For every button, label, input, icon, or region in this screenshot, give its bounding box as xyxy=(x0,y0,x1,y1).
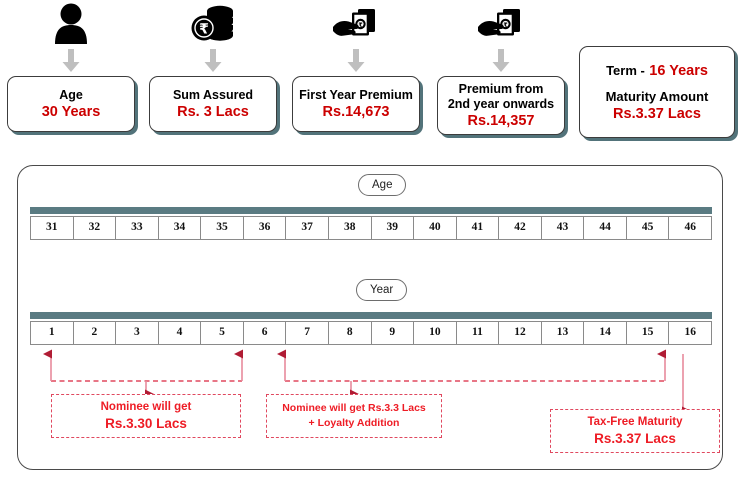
year-cell-14: 14 xyxy=(584,322,627,344)
callout-box-nominee-loyalty: Nominee will get Rs.3.3 Lacs + Loyalty A… xyxy=(266,394,442,438)
card-first-year-premium-label: First Year Premium xyxy=(299,87,413,102)
age-cell-46: 46 xyxy=(669,217,712,239)
card-premium-2nd-year: Premium from 2nd year onwards Rs.14,357 xyxy=(437,76,565,135)
age-cell-35: 35 xyxy=(201,217,244,239)
year-cell-5: 5 xyxy=(201,322,244,344)
callout-box-tax-free-maturity: Tax-Free Maturity Rs.3.37 Lacs xyxy=(550,409,720,453)
summary-cards-section: Age 30 Years ₹ xyxy=(0,0,740,152)
hand-cash-icon: ₹ xyxy=(477,0,525,46)
card-age: Age 30 Years xyxy=(7,76,135,132)
age-cell-38: 38 xyxy=(329,217,372,239)
callout-1-line1: Nominee will get xyxy=(100,401,192,413)
down-arrow-icon xyxy=(204,46,222,76)
card-sum-assured: Sum Assured Rs. 3 Lacs xyxy=(149,76,277,132)
person-icon xyxy=(51,0,91,46)
age-pill-label: Age xyxy=(358,174,407,196)
card-term-row: Term - 16 Years xyxy=(606,62,708,80)
down-arrow-icon xyxy=(492,46,510,76)
year-cell-10: 10 xyxy=(414,322,457,344)
connector-callout-1 xyxy=(43,349,243,399)
year-cell-13: 13 xyxy=(542,322,585,344)
age-track-bar xyxy=(30,207,712,214)
card-premium-2nd-year-label-line2: 2nd year onwards xyxy=(447,96,555,111)
callout-box-nominee-year1-5: Nominee will get Rs.3.30 Lacs xyxy=(51,394,241,438)
age-cell-37: 37 xyxy=(286,217,329,239)
svg-text:₹: ₹ xyxy=(199,22,209,38)
callout-2-line2: + Loyalty Addition xyxy=(308,417,400,429)
year-cell-4: 4 xyxy=(159,322,202,344)
card-first-year-premium: First Year Premium Rs.14,673 xyxy=(292,76,420,132)
summary-column-sum-assured: ₹ Sum Assured Rs. 3 Lacs xyxy=(148,0,278,132)
age-cell-42: 42 xyxy=(499,217,542,239)
year-cell-6: 6 xyxy=(244,322,287,344)
connector-callout-3 xyxy=(657,349,691,416)
callout-3-line1: Tax-Free Maturity xyxy=(587,416,683,428)
age-cell-40: 40 xyxy=(414,217,457,239)
age-cell-43: 43 xyxy=(542,217,585,239)
summary-column-term-maturity: Term - 16 Years Maturity Amount Rs.3.37 … xyxy=(578,46,736,138)
year-cell-15: 15 xyxy=(627,322,670,344)
card-premium-2nd-year-value: Rs.14,357 xyxy=(467,112,535,129)
hand-cash-icon: ₹ xyxy=(332,0,380,46)
card-maturity-label: Maturity Amount xyxy=(605,89,709,104)
down-arrow-icon xyxy=(62,46,80,76)
card-maturity-row: Maturity Amount Rs.3.37 Lacs xyxy=(606,89,709,122)
age-cell-36: 36 xyxy=(244,217,287,239)
card-term-maturity: Term - 16 Years Maturity Amount Rs.3.37 … xyxy=(579,46,735,138)
year-pill-label: Year xyxy=(356,279,408,301)
card-age-value: 30 Years xyxy=(41,103,101,120)
year-cell-7: 7 xyxy=(286,322,329,344)
card-sum-assured-label: Sum Assured xyxy=(172,87,254,102)
callout-2-line1: Nominee will get Rs.3.3 Lacs xyxy=(282,402,426,414)
year-cell-12: 12 xyxy=(499,322,542,344)
card-term-label: Term - xyxy=(606,63,645,78)
year-cell-16: 16 xyxy=(669,322,712,344)
callout-3-line2: Rs.3.37 Lacs xyxy=(594,431,676,446)
year-track-bar xyxy=(30,312,712,319)
year-cell-9: 9 xyxy=(372,322,415,344)
year-cell-8: 8 xyxy=(329,322,372,344)
card-term-value: 16 Years xyxy=(649,63,708,79)
callout-1-line2: Rs.3.30 Lacs xyxy=(105,416,187,431)
age-cell-34: 34 xyxy=(159,217,202,239)
age-cell-33: 33 xyxy=(116,217,159,239)
card-premium-2nd-year-label-line1: Premium from xyxy=(458,81,544,96)
year-cell-11: 11 xyxy=(457,322,500,344)
age-cell-41: 41 xyxy=(457,217,500,239)
summary-column-first-year-premium: ₹ First Year Premium Rs.14,673 xyxy=(291,0,421,132)
card-sum-assured-value: Rs. 3 Lacs xyxy=(177,103,249,120)
summary-column-premium-2nd-year: ₹ Premium from 2nd year onwards Rs.14,35… xyxy=(436,0,566,135)
age-cell-45: 45 xyxy=(627,217,670,239)
age-cell-39: 39 xyxy=(372,217,415,239)
year-cell-2: 2 xyxy=(74,322,117,344)
card-maturity-value: Rs.3.37 Lacs xyxy=(613,106,701,122)
age-cell-44: 44 xyxy=(584,217,627,239)
year-cell-1: 1 xyxy=(31,322,74,344)
card-first-year-premium-value: Rs.14,673 xyxy=(322,103,390,120)
rupee-coins-icon: ₹ xyxy=(190,0,236,46)
svg-text:₹: ₹ xyxy=(358,22,362,29)
summary-column-age: Age 30 Years xyxy=(6,0,136,132)
year-cell-3: 3 xyxy=(116,322,159,344)
down-arrow-icon xyxy=(347,46,365,76)
age-cell-32: 32 xyxy=(74,217,117,239)
svg-text:₹: ₹ xyxy=(503,22,507,29)
connector-callout-2 xyxy=(277,349,666,399)
card-age-label: Age xyxy=(59,87,83,102)
age-cell-31: 31 xyxy=(31,217,74,239)
